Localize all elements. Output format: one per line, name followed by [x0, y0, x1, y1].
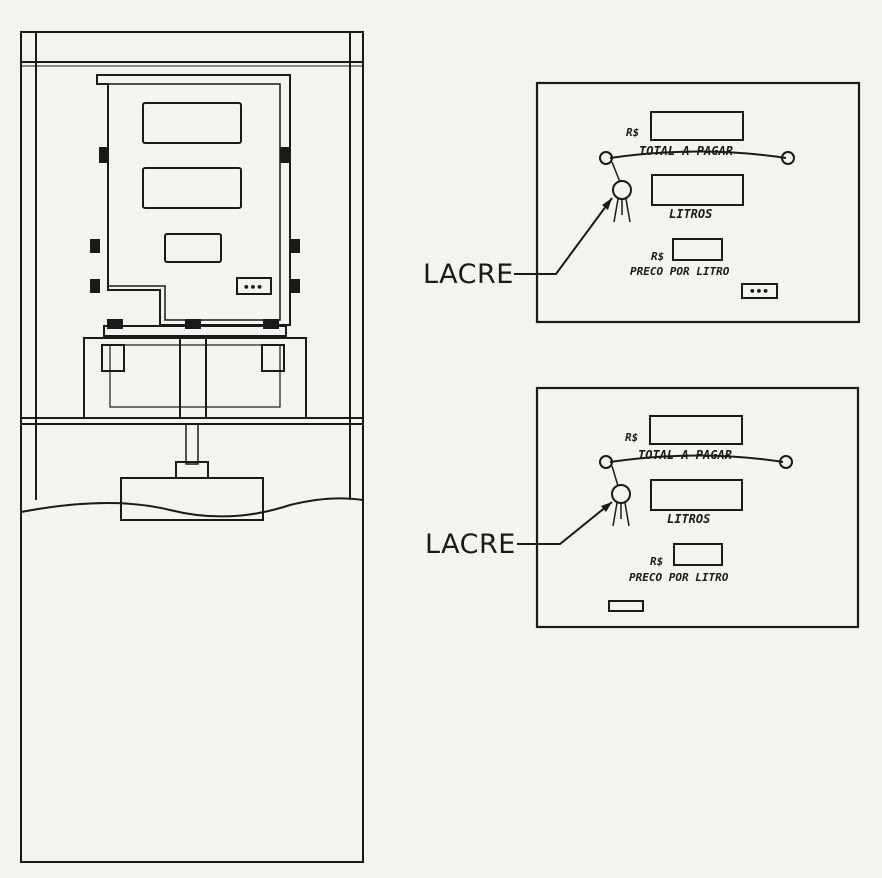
panel-1-seal-drop	[611, 161, 621, 183]
panel-2-price-window	[673, 543, 723, 566]
support-post	[179, 337, 207, 419]
support-right-bracket	[261, 344, 285, 372]
seal-callout-2-label: LACRE	[425, 529, 516, 560]
panel-1-price-currency: R$	[651, 250, 664, 263]
pump-cabinet-outline	[20, 31, 364, 863]
panel-1-indicator-text: •••	[749, 285, 769, 298]
panel-2-liters-window	[650, 479, 743, 511]
display-panel-2: R$ TOTAL A PAGAR LITROS R$ PRECO POR LIT…	[535, 386, 860, 629]
panel-2-seal-tail	[612, 502, 630, 527]
support-frame-inner	[109, 344, 281, 408]
seal-callout-1-leader	[514, 197, 613, 275]
support-left-bracket	[101, 344, 125, 372]
panel-2-seal-drop	[611, 465, 619, 487]
panel-1-seal-icon	[612, 180, 632, 200]
panel-2-seal-screw-right	[779, 455, 793, 469]
panel-2-frame	[535, 386, 860, 629]
left-knob-1	[90, 239, 100, 253]
display-window-upper	[142, 102, 242, 144]
ground-line	[20, 497, 364, 518]
pump-indicator-text: •••	[243, 281, 263, 294]
support-frame	[83, 337, 307, 419]
right-knob-1	[290, 239, 300, 253]
support-bolt-right	[263, 319, 279, 329]
panel-1-total-window	[650, 111, 744, 141]
support-bolt-left	[107, 319, 123, 329]
panel-2-seal-wire	[609, 454, 784, 463]
panel-1-seal-screw-right	[781, 151, 795, 165]
panel-1-seal-wire	[609, 150, 787, 159]
panel-2-small-slot	[608, 600, 644, 612]
panel-1-frame	[535, 81, 861, 324]
panel-1-seal-screw-left	[599, 151, 613, 165]
panel-1-liters-window	[651, 174, 744, 206]
left-knob-2	[90, 279, 100, 293]
display-window-lower	[142, 167, 242, 209]
pump-indicator-box	[236, 277, 272, 295]
seal-callout-1-arrowhead	[602, 198, 612, 210]
support-bolt-center	[185, 319, 201, 329]
valve-base-block	[120, 477, 264, 521]
right-hinge-top	[280, 147, 290, 163]
panel-1-currency: R$	[626, 126, 639, 139]
left-hinge-top	[99, 147, 109, 163]
display-window-small	[164, 233, 222, 263]
panel-1-indicator-box	[741, 283, 778, 299]
right-knob-2	[290, 279, 300, 293]
panel-1-seal-tail	[613, 198, 631, 223]
fuel-pump-elevation	[20, 31, 364, 863]
seal-callout-1: LACRE	[423, 197, 613, 290]
panel-2-total-window	[649, 415, 743, 445]
panel-1-price-window	[672, 238, 723, 261]
panel-2-price-currency: R$	[650, 555, 663, 568]
panel-2-seal-icon	[611, 484, 631, 504]
panel-2-liters-label: LITROS	[667, 512, 710, 526]
valve-stem	[185, 423, 199, 465]
panel-1-price-label: PRECO POR LITRO	[630, 265, 730, 278]
panel-2-seal-screw-left	[599, 455, 613, 469]
panel-2-price-label: PRECO POR LITRO	[629, 571, 729, 584]
seal-callout-1-label: LACRE	[423, 259, 514, 290]
seal-callout-2-leader	[517, 501, 613, 545]
panel-1-liters-label: LITROS	[669, 207, 712, 221]
panel-2-currency: R$	[625, 431, 638, 444]
seal-callout-2: LACRE	[425, 501, 613, 560]
display-panel-1: R$ TOTAL A PAGAR LITROS R$ PRECO POR LIT…	[535, 81, 861, 324]
seal-callout-2-arrowhead	[601, 502, 612, 512]
display-head-inner	[107, 83, 281, 321]
